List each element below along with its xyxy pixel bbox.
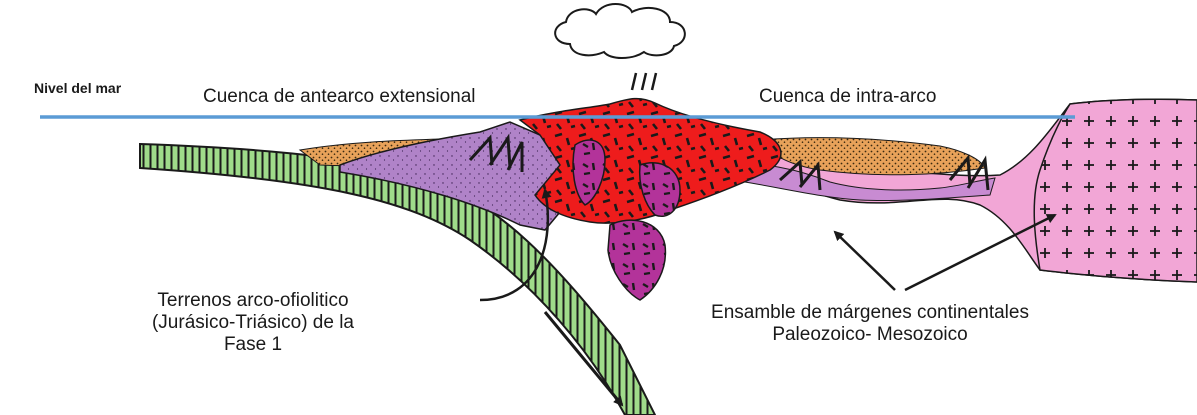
sea-level-label: Nivel del mar <box>34 80 121 96</box>
terranes-label-line2: (Jurásico-Triásico) de la <box>148 312 358 334</box>
eruption-vents <box>632 73 656 90</box>
intra-arc-basin-label: Cuenca de intra-arco <box>759 86 936 108</box>
ensemble-arrow-left <box>835 232 895 290</box>
granite-block <box>1034 99 1197 282</box>
ensemble-label-line2: Paleozoico- Mesozoico <box>640 324 1100 346</box>
ensemble-label: Ensamble de márgenes continentales Paleo… <box>640 302 1100 346</box>
ensemble-label-line1: Ensamble de márgenes continentales <box>640 302 1100 324</box>
terranes-label: Terrenos arco-ofiolitico (Jurásico-Triás… <box>148 290 358 356</box>
intrusion-main <box>608 220 665 300</box>
terranes-label-line1: Terrenos arco-ofiolitico <box>148 290 358 312</box>
eruption-cloud-icon <box>555 4 685 58</box>
forearc-basin-label: Cuenca de antearco extensional <box>203 86 476 108</box>
terranes-label-line3: Fase 1 <box>148 334 358 356</box>
